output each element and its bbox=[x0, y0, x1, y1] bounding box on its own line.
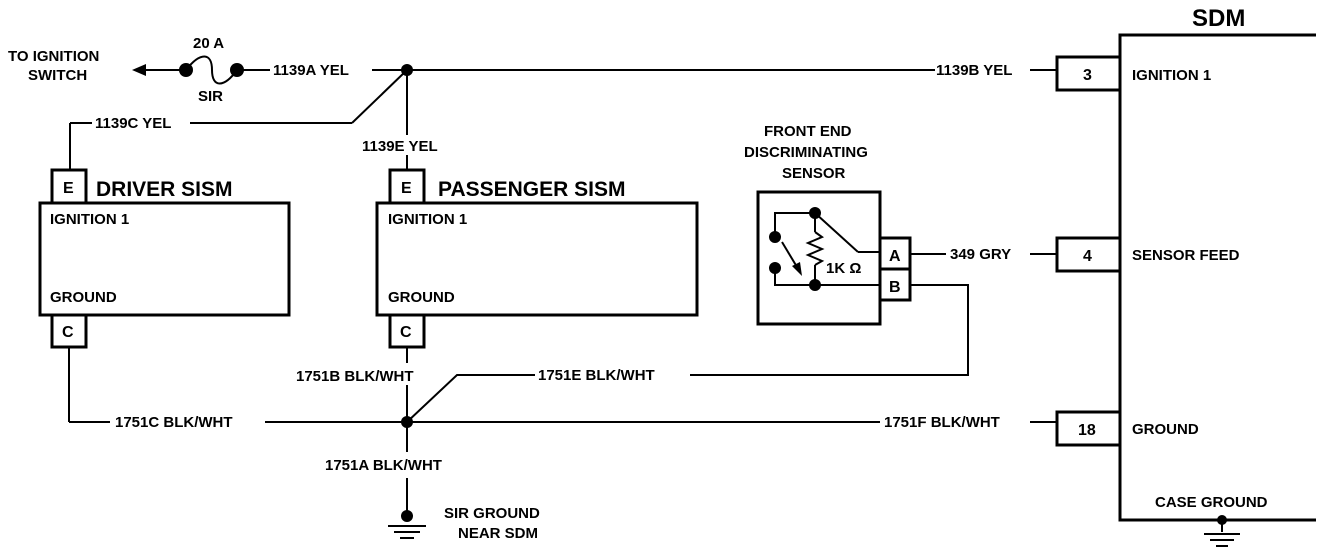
sensor-title-1: FRONT END bbox=[764, 123, 852, 140]
fuse-name: SIR bbox=[198, 88, 223, 105]
switch-arrow-icon bbox=[792, 262, 802, 276]
sdm-sensor-feed-label: SENSOR FEED bbox=[1132, 247, 1240, 264]
driver-sism-box bbox=[38, 201, 291, 317]
pin-4-label: 4 bbox=[1083, 248, 1092, 265]
passenger-pin-e bbox=[388, 168, 426, 205]
wire-1751a-label: 1751A BLK/WHT bbox=[325, 457, 442, 474]
sensor-pin-a-label: A bbox=[889, 248, 901, 265]
sdm-pin-3 bbox=[1055, 55, 1122, 92]
sensor-title-2: DISCRIMINATING bbox=[744, 144, 868, 161]
wire-1139e-label: 1139E YEL bbox=[362, 138, 438, 155]
passenger-pin-c-label: C bbox=[400, 324, 412, 341]
pin-3-label: 3 bbox=[1083, 67, 1092, 84]
sir-ground-label-1: SIR GROUND bbox=[444, 505, 540, 522]
sdm-pin-4 bbox=[1055, 236, 1122, 273]
sdm-ground-label: GROUND bbox=[1132, 421, 1199, 438]
sir-ground-label-2: NEAR SDM bbox=[458, 525, 538, 542]
sir-ground-point bbox=[401, 510, 413, 522]
driver-pin-c-label: C bbox=[62, 324, 74, 341]
front-end-sensor bbox=[690, 190, 1056, 376]
case-ground-splice bbox=[1217, 515, 1227, 525]
ignition-feed bbox=[69, 55, 1056, 170]
sdm-ignition-label: IGNITION 1 bbox=[1132, 67, 1211, 84]
ground-bus bbox=[265, 374, 1056, 539]
sir-ground-icon bbox=[388, 525, 426, 539]
passenger-ignition-label: IGNITION 1 bbox=[388, 211, 467, 228]
fuse-rating: 20 A bbox=[193, 35, 224, 52]
resistor-label: 1K Ω bbox=[826, 260, 861, 277]
sensor-title-3: SENSOR bbox=[782, 165, 846, 182]
to-ignition-label-2: SWITCH bbox=[28, 67, 87, 84]
driver-pin-e bbox=[50, 168, 88, 205]
driver-ignition-label: IGNITION 1 bbox=[50, 211, 129, 228]
wire-1139b-label: 1139B YEL bbox=[936, 62, 1012, 79]
wire-1751e-label: 1751E BLK/WHT bbox=[538, 367, 655, 384]
wire-1139c-label: 1139C YEL bbox=[95, 115, 171, 132]
driver-pin-c bbox=[50, 313, 88, 349]
passenger-sism-box bbox=[375, 201, 699, 317]
sdm-module bbox=[1055, 33, 1316, 547]
resistor-icon bbox=[805, 231, 825, 266]
wire-1751c-label: 1751C BLK/WHT bbox=[115, 414, 233, 431]
to-ignition-label: TO IGNITION bbox=[8, 48, 99, 65]
sensor-contact-top bbox=[769, 231, 781, 243]
sdm-pin-18 bbox=[1055, 410, 1122, 447]
wire-1751f-label: 1751F BLK/WHT bbox=[884, 414, 1000, 431]
fuse-icon bbox=[185, 55, 238, 85]
wire-1139a-label: 1139A YEL bbox=[273, 62, 349, 79]
ground-splice bbox=[401, 416, 413, 428]
driver-ground-label: GROUND bbox=[50, 289, 117, 306]
driver-sism-title: DRIVER SISM bbox=[96, 178, 233, 201]
sensor-pin-b-label: B bbox=[889, 279, 901, 296]
arrow-to-ignition-icon bbox=[132, 64, 146, 76]
case-ground-icon bbox=[1204, 533, 1240, 547]
passenger-sism-module bbox=[375, 168, 699, 452]
wire-1751b-label: 1751B BLK/WHT bbox=[296, 368, 414, 385]
driver-sism-module bbox=[38, 168, 291, 423]
passenger-pin-e-label: E bbox=[401, 180, 412, 197]
case-ground-label: CASE GROUND bbox=[1155, 494, 1268, 511]
driver-pin-e-label: E bbox=[63, 180, 74, 197]
passenger-sism-title: PASSENGER SISM bbox=[438, 178, 625, 201]
passenger-ground-label: GROUND bbox=[388, 289, 455, 306]
sdm-title: SDM bbox=[1192, 5, 1245, 32]
wire-349-label: 349 GRY bbox=[950, 246, 1011, 263]
pin-18-label: 18 bbox=[1078, 422, 1096, 439]
